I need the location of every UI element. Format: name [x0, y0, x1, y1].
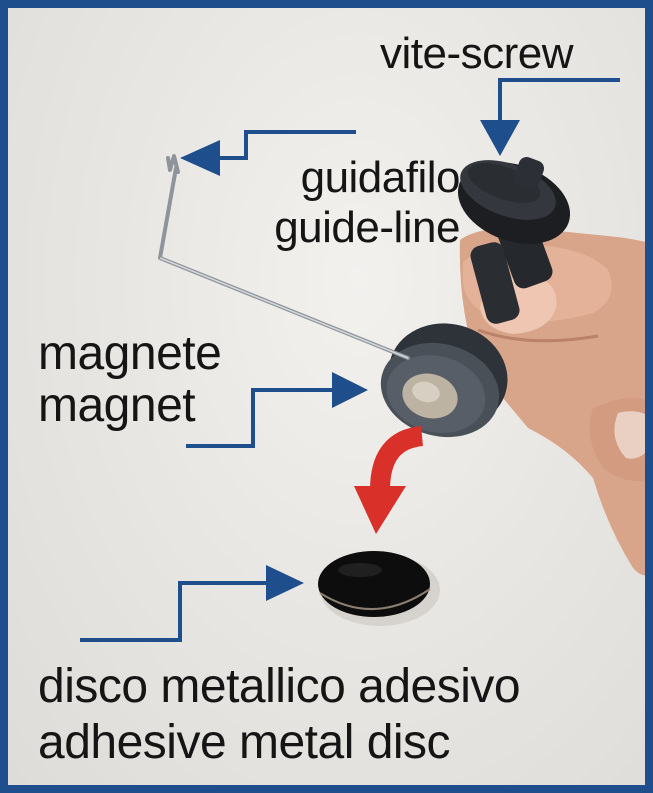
adhesive-metal-disc — [318, 551, 430, 617]
leader-arrow-guidafilo — [180, 130, 356, 176]
label-guidafilo: guidafilo guide-line — [230, 156, 460, 250]
curved-red-arrow-icon — [354, 426, 424, 534]
leader-arrow-vite — [480, 78, 620, 156]
vite-screw-knob — [457, 157, 571, 324]
leader-arrow-disco — [80, 565, 304, 642]
label-guide-line-en: guide-line — [274, 203, 460, 252]
label-guidafilo-it: guidafilo — [300, 153, 461, 202]
label-magnete: magnete magnet — [38, 327, 222, 432]
label-disco: disco metallico adesivo adhesive metal d… — [38, 660, 521, 769]
photo-scene — [80, 78, 645, 642]
label-disco-it: disco metallico adesivo — [38, 660, 521, 713]
label-magnete-it: magnete — [38, 327, 222, 380]
label-disc-en: adhesive metal disc — [38, 716, 451, 769]
magnet-housing — [380, 323, 508, 438]
label-vite-screw: vite-screw — [380, 29, 574, 78]
label-magnet-en: magnet — [38, 379, 196, 432]
leader-arrow-magnete — [186, 372, 368, 448]
